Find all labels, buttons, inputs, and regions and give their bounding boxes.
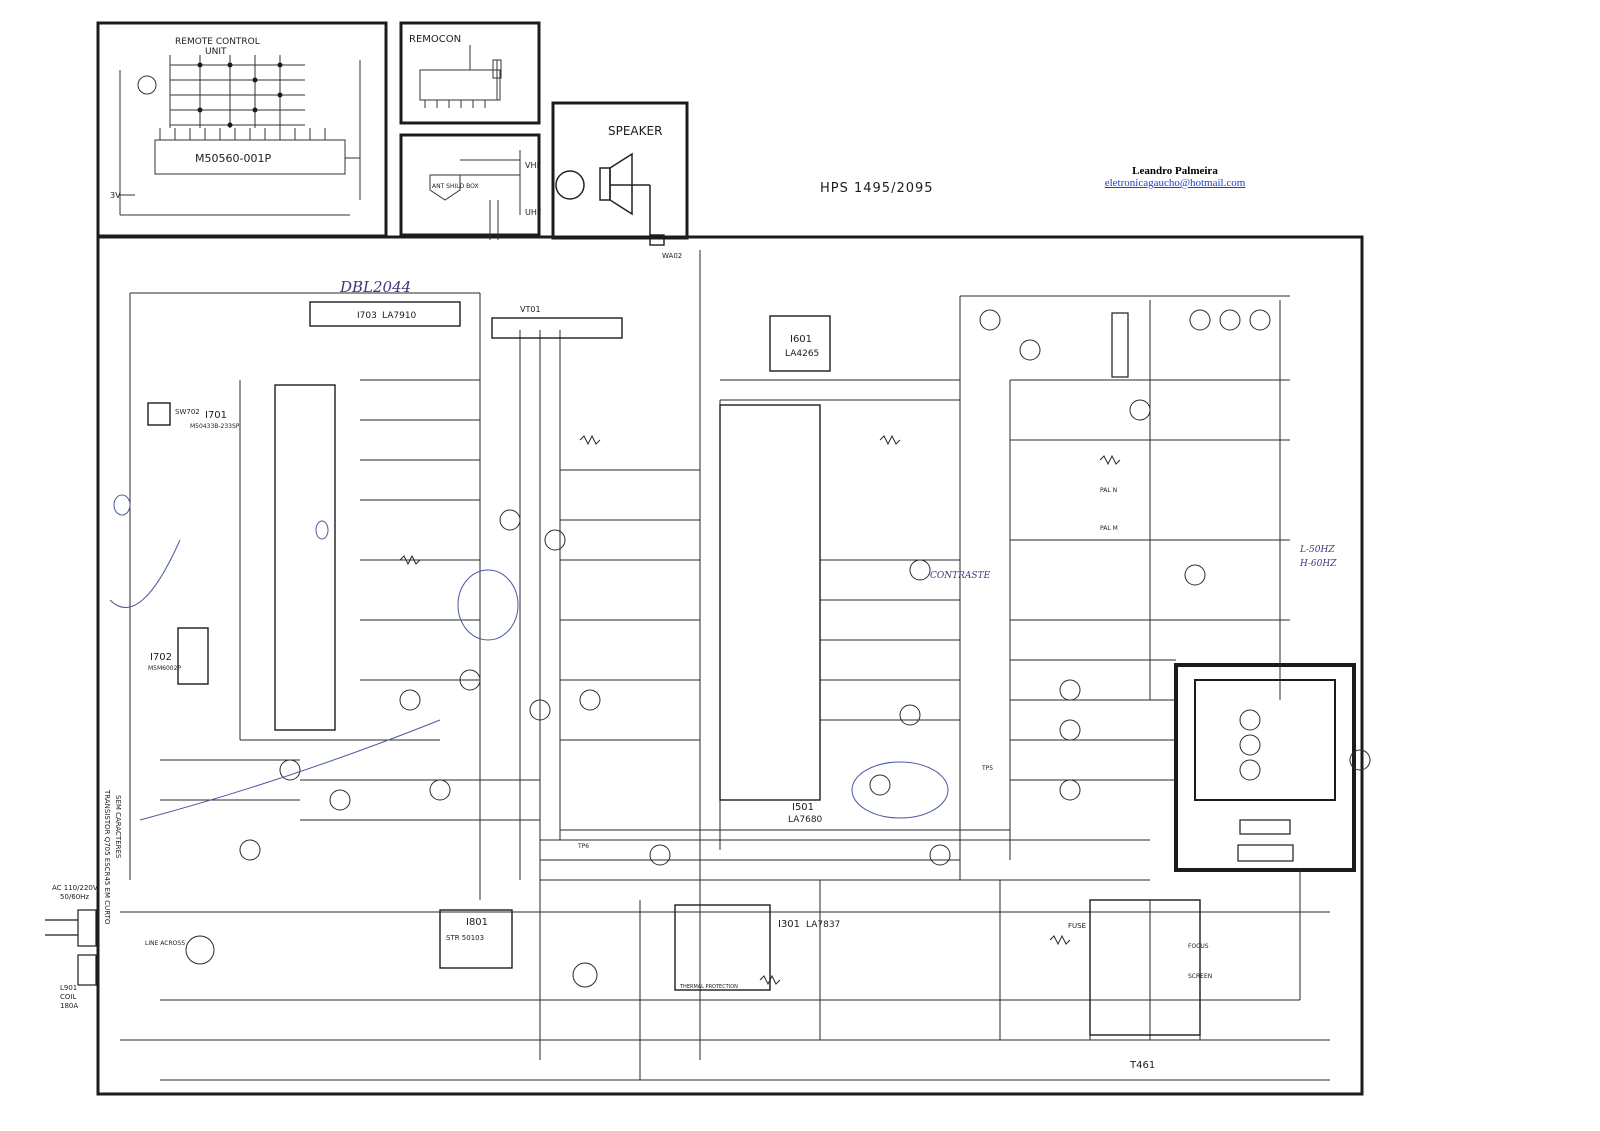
- focus-label: FOCUS: [1188, 943, 1209, 950]
- wa02-label: WA02: [662, 252, 682, 260]
- author-email-link[interactable]: eletronicagaucho@hotmail.com: [1104, 177, 1246, 189]
- screen-label: SCREEN: [1188, 973, 1212, 980]
- power-in-label: AC 110/220V: [52, 884, 98, 892]
- power-connectors: [45, 312, 1294, 986]
- i301-ref: I301: [778, 919, 800, 930]
- t461-ref: T461: [1129, 1060, 1155, 1071]
- coil-ref-label: L901: [60, 984, 77, 992]
- i501-body: [719, 404, 821, 801]
- i701-ref: I701: [205, 410, 227, 421]
- thermal-label: THERMAL PROTECTION: [679, 984, 738, 990]
- antenna-label: ANT SHILD BOX: [432, 183, 479, 190]
- i801-part: STR 50103: [446, 934, 484, 942]
- uhf-label: UHF: [525, 208, 542, 217]
- i703-body: [309, 301, 461, 327]
- i501-part: LA7680: [788, 815, 823, 825]
- vhf-label: VHF: [525, 161, 541, 170]
- freq-note-2: H-60HZ: [1299, 559, 1337, 569]
- model-title: HPS 1495/2095: [820, 181, 934, 196]
- i301-body: [674, 904, 771, 991]
- fuse-label: FUSE: [1068, 922, 1086, 930]
- transistor-symbols: [185, 309, 1371, 988]
- i601-part: LA4265: [785, 349, 819, 359]
- i601-ref: I601: [790, 334, 812, 345]
- i601-body: [769, 315, 831, 372]
- i702-body: [177, 627, 209, 685]
- speaker-symbol: [555, 152, 651, 238]
- i702-part: M5M6002P: [148, 665, 181, 672]
- crt-socket-inner: [1194, 679, 1336, 801]
- tp6-label: TP6: [577, 843, 589, 850]
- vt01-body: [491, 317, 623, 339]
- i801-ref: I801: [466, 917, 488, 928]
- wa02-connector: [649, 234, 665, 246]
- contraste-note: CONTRASTE: [930, 571, 991, 581]
- coil-desc-label: COIL: [60, 993, 76, 1001]
- i301-part: LA7837: [806, 920, 840, 930]
- i703-ref: I703: [357, 311, 377, 321]
- antenna-circuit: [429, 150, 521, 240]
- sw702-body: [147, 402, 171, 426]
- i702-ref: I702: [150, 652, 172, 663]
- crt-socket-panel: [1174, 663, 1356, 872]
- freq-note-1: L-50HZ: [1299, 545, 1335, 555]
- remocon-title: REMOCON: [409, 34, 461, 45]
- remocon-circuit: [419, 45, 502, 108]
- remote-control-title-2: UNIT: [205, 47, 227, 57]
- handwritten-note: DBL2044: [339, 278, 411, 296]
- ic-bodies: [147, 234, 1201, 1036]
- pal-n-label: PAL N: [1100, 487, 1117, 494]
- sw702-label: SW702: [175, 408, 200, 416]
- antenna-panel: [399, 133, 541, 237]
- author-credit: Leandro Palmeira eletronicagaucho@hotmai…: [1070, 165, 1280, 189]
- vt01-ref: VT01: [520, 305, 541, 314]
- remote-supply-label: 3V: [110, 191, 121, 200]
- remocon-panel: [399, 21, 541, 125]
- remote-ic-label: M50560-001P: [195, 152, 271, 165]
- line-across-label: LINE ACROSS: [145, 940, 185, 947]
- coil-val-label: 180A: [60, 1002, 78, 1010]
- tp5-label: TP5: [981, 765, 993, 772]
- i801-body: [439, 909, 513, 969]
- author-name: Leandro Palmeira: [1132, 165, 1218, 177]
- i701-body: [274, 384, 336, 731]
- i701-part: M50433B-233SP: [190, 423, 240, 430]
- i703-part: LA7910: [382, 311, 417, 321]
- remote-control-title-1: REMOTE CONTROL: [175, 37, 260, 47]
- pal-m-label: PAL M: [1100, 525, 1118, 532]
- schematic-wiring: [120, 250, 1330, 1081]
- power-freq-label: 50/60Hz: [60, 893, 89, 901]
- remote-control-circuit: [119, 55, 361, 216]
- i501-ref: I501: [792, 802, 814, 813]
- main-board-border: [96, 235, 1364, 1096]
- side-note-transistor: TRANSISTOR Q705 ESCR45 EM CURTO: [103, 789, 111, 925]
- speaker-title: SPEAKER: [608, 124, 662, 138]
- remote-control-panel: [96, 21, 388, 238]
- handwritten-annotations: [109, 494, 949, 821]
- side-note-characters: SEM CARACTERES: [114, 795, 122, 859]
- t461-body: [1089, 899, 1201, 1036]
